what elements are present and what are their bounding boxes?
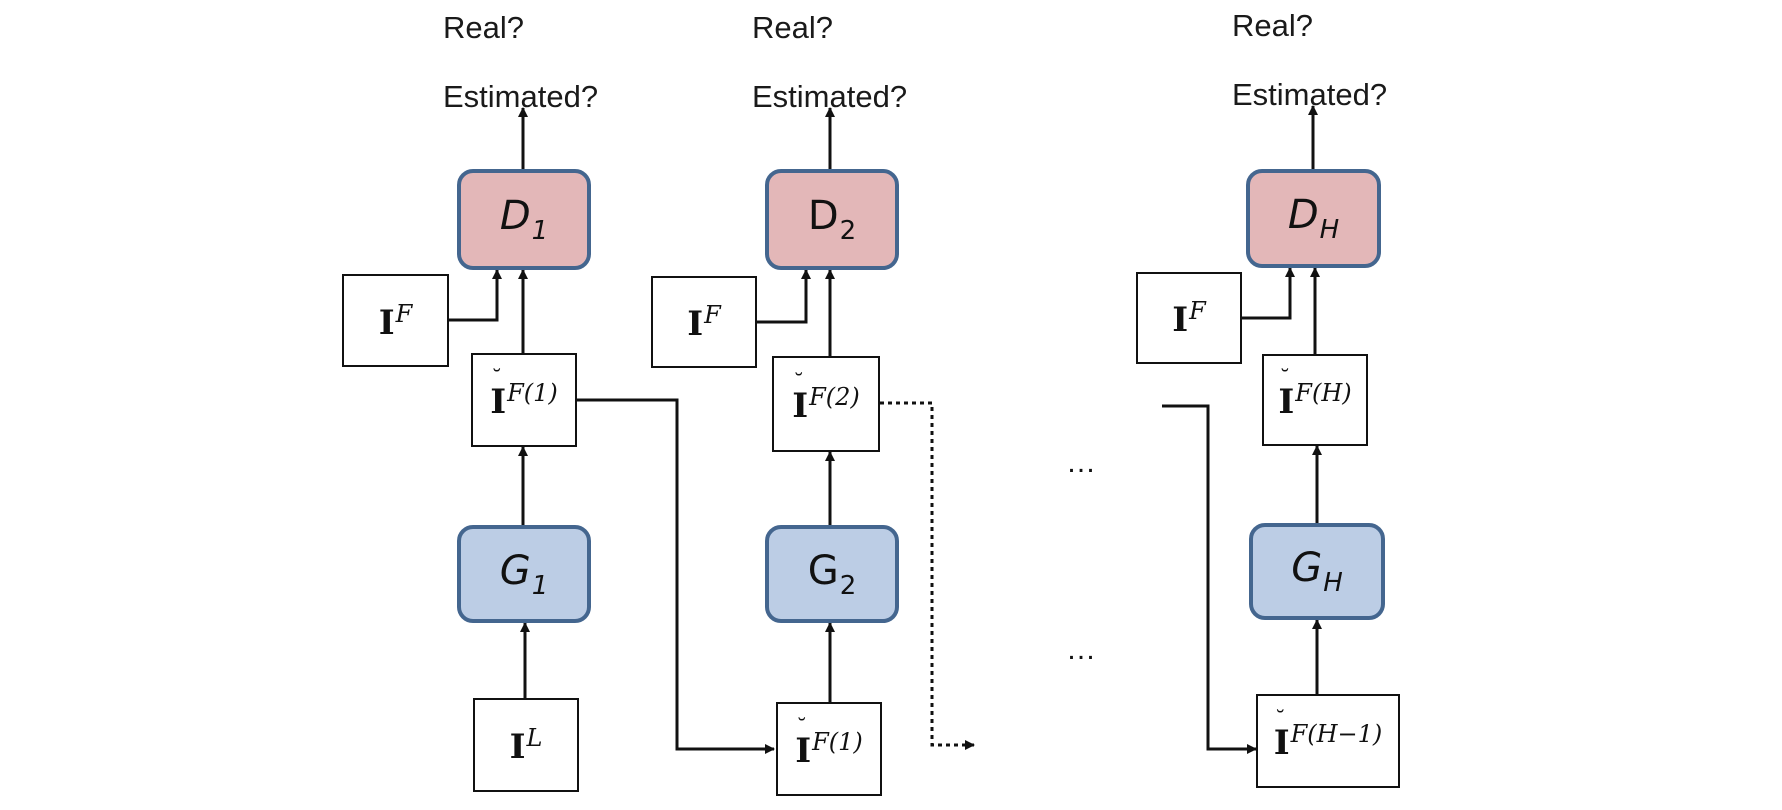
arrow-real1-to-d1: [449, 269, 502, 322]
discriminator-2-label: D2: [807, 193, 857, 246]
discriminator-h: DH: [1246, 169, 1381, 268]
generator-1-label: G1: [499, 547, 549, 601]
real-image-label-1: IF: [378, 299, 413, 343]
output-image-label-2: IF(2): [792, 373, 860, 423]
generator-h: GH: [1249, 523, 1385, 620]
discriminator-h-label: DH: [1287, 192, 1340, 245]
question-real-2: Real?: [752, 10, 833, 45]
input-image-box-2: IF(1): [776, 702, 882, 796]
arrow-output2-to-next-dotted: [880, 401, 975, 750]
arrow-output1-to-input2: [577, 398, 775, 754]
ellipsis-lower: …: [1066, 633, 1097, 666]
arrow-real2-to-d2: [757, 269, 811, 324]
input-image-box-h: IF(H−1): [1256, 694, 1400, 788]
output-image-label-h: IF(H): [1278, 369, 1351, 419]
discriminator-2: D2: [765, 169, 899, 270]
input-image-label-1: IL: [509, 724, 543, 767]
generator-1: G1: [457, 525, 591, 623]
question-estimated-2: Estimated?: [752, 79, 908, 114]
real-image-label-h: IF: [1172, 297, 1206, 340]
question-estimated-1: Estimated?: [443, 79, 599, 114]
question-estimated-h: Estimated?: [1232, 77, 1388, 112]
ellipsis-upper: …: [1066, 446, 1097, 479]
output-image-label-1: IF(1): [490, 369, 558, 419]
generator-h-label: GH: [1291, 545, 1343, 598]
output-image-box-2: IF(2): [772, 356, 880, 452]
arrow-realh-to-dh: [1242, 267, 1295, 320]
real-image-label-2: IF: [687, 301, 721, 344]
input-image-label-h: IF(H−1): [1274, 710, 1383, 760]
real-image-box-2: IF: [651, 276, 757, 368]
output-image-box-h: IF(H): [1262, 354, 1368, 446]
output-image-box-1: IF(1): [471, 353, 577, 447]
question-real-h: Real?: [1232, 8, 1313, 43]
real-image-box-1: IF: [342, 274, 449, 367]
generator-2-label: G2: [807, 547, 857, 601]
generator-2: G2: [765, 525, 899, 623]
real-image-box-h: IF: [1136, 272, 1242, 364]
discriminator-1-label: D1: [499, 193, 549, 246]
question-real-1: Real?: [443, 10, 524, 45]
discriminator-1: D1: [457, 169, 591, 270]
input-image-label-2: IF(1): [795, 718, 863, 768]
input-image-box-1: IL: [473, 698, 579, 792]
arrow-prev-to-inputh: [1162, 404, 1257, 754]
